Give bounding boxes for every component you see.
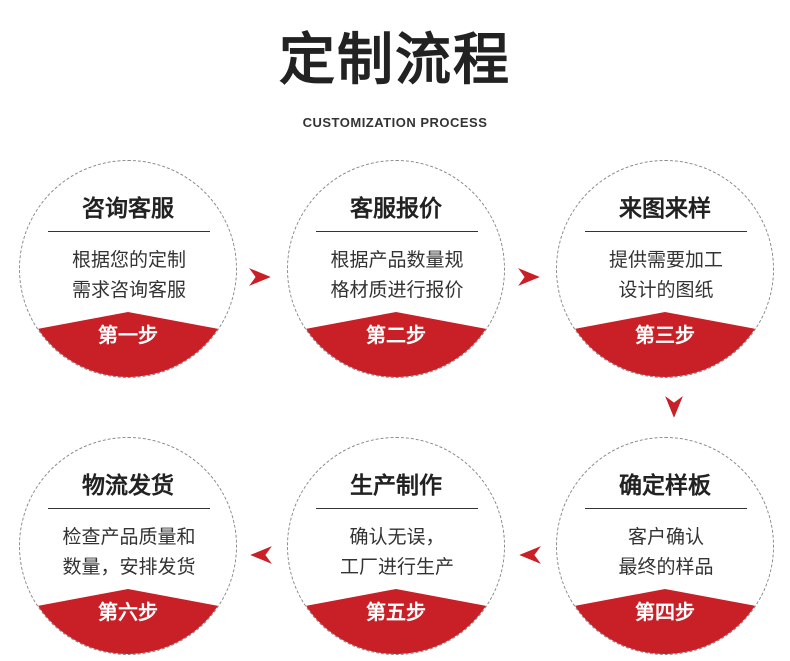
arrow-right-icon (518, 268, 540, 286)
step-title: 咨询客服 (82, 196, 174, 222)
step-divider (48, 508, 210, 509)
step-title: 生产制作 (350, 473, 442, 499)
step-description-line: 需求咨询客服 (71, 279, 186, 301)
arrow-left-icon (250, 546, 272, 564)
step-description: 根据您的定制 需求咨询客服 (30, 245, 228, 305)
step-description-line: 格材质进行报价 (330, 279, 464, 301)
step-divider (585, 508, 747, 509)
step-divider (316, 231, 478, 232)
step-title: 确定样板 (619, 473, 711, 499)
step-description: 检查产品质量和 数量，安排发货 (30, 522, 228, 582)
step-card-2: 客服报价 根据产品数量规 格材质进行报价 第二步 (287, 160, 505, 378)
step-description: 提供需要加工 设计的图纸 (567, 245, 765, 305)
step-title: 物流发货 (82, 473, 174, 499)
step-description-line: 根据产品数量规 (330, 249, 464, 271)
step-label: 第六步 (98, 600, 158, 624)
step-title: 客服报价 (350, 196, 442, 222)
step-label: 第一步 (98, 323, 158, 347)
arrow-down-icon (665, 396, 683, 418)
step-label: 第五步 (366, 600, 426, 624)
step-card-3: 来图来样 提供需要加工 设计的图纸 第三步 (556, 160, 774, 378)
step-divider (585, 231, 747, 232)
step-description-line: 检查产品质量和 (62, 526, 196, 548)
step-label: 第四步 (635, 600, 695, 624)
step-description-line: 提供需要加工 (608, 249, 723, 271)
step-title: 来图来样 (619, 196, 711, 222)
step-divider (316, 508, 478, 509)
step-description-line: 根据您的定制 (71, 249, 186, 271)
arrow-right-icon (249, 268, 271, 286)
step-divider (48, 231, 210, 232)
step-description: 根据产品数量规 格材质进行报价 (298, 245, 496, 305)
page-subtitle: CUSTOMIZATION PROCESS (302, 115, 488, 130)
step-card-1: 咨询客服 根据您的定制 需求咨询客服 第一步 (19, 160, 237, 378)
step-description-line: 数量，安排发货 (62, 556, 196, 578)
step-description-line: 设计的图纸 (618, 279, 714, 301)
step-card-6: 物流发货 检查产品质量和 数量，安排发货 第六步 (19, 437, 237, 655)
step-description: 确认无误， 工厂进行生产 (298, 522, 496, 582)
page-title: 定制流程 (279, 28, 511, 93)
step-description-line: 确认无误， (349, 526, 445, 548)
step-card-4: 确定样板 客户确认 最终的样品 第四步 (556, 437, 774, 655)
step-label: 第三步 (635, 323, 695, 347)
arrow-left-icon (519, 546, 541, 564)
step-description-line: 最终的样品 (618, 556, 714, 578)
step-description-line: 工厂进行生产 (339, 556, 454, 578)
step-description: 客户确认 最终的样品 (567, 522, 765, 582)
step-label: 第二步 (366, 323, 426, 347)
step-card-5: 生产制作 确认无误， 工厂进行生产 第五步 (287, 437, 505, 655)
step-description-line: 客户确认 (627, 526, 704, 548)
